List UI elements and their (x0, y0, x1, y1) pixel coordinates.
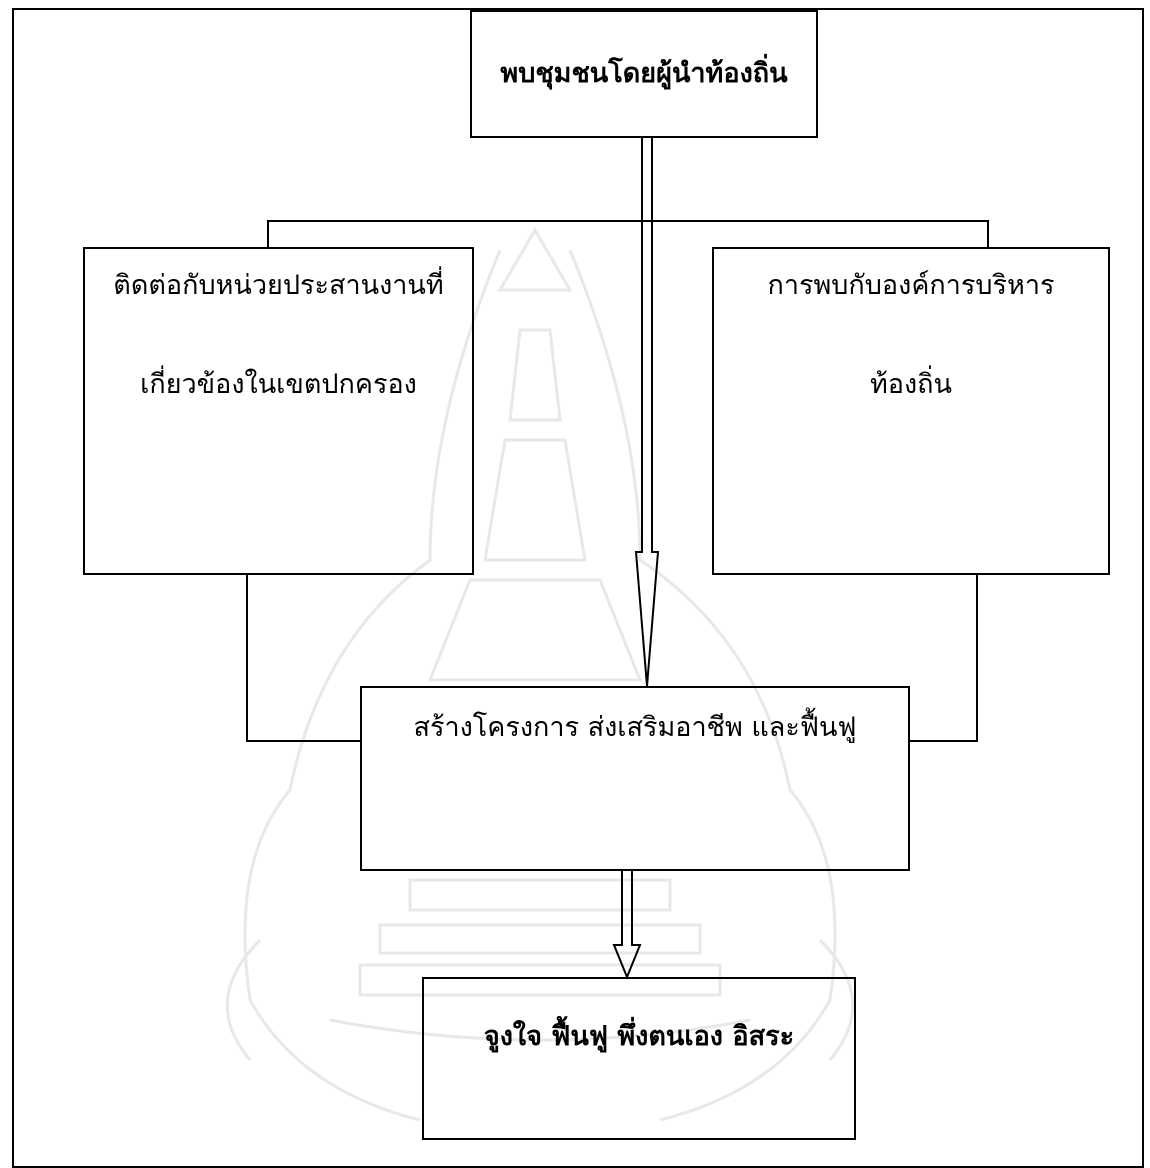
node-coordination-agencies-line2: เกี่ยวข้องในเขตปกครอง (140, 369, 417, 400)
middle-to-bottom-arrow (612, 871, 642, 980)
node-create-projects: สร้างโครงการ ส่งเสริมอาชีพ และฟื้นฟู (360, 686, 910, 871)
node-coordination-agencies-line1: ติดต่อกับหน่วยประสานงานที่ (113, 270, 444, 301)
branch-line (267, 220, 989, 247)
node-community-leader: พบชุมชนโดยผู้นำท้องถิ่น (470, 10, 818, 138)
node-local-administration-line2: ท้องถิ่น (869, 369, 952, 400)
node-self-reliance: จูงใจ ฟื้นฟู พึ่งตนเอง อิสระ (422, 977, 856, 1140)
left-to-middle-connector (246, 575, 360, 742)
node-coordination-agencies: ติดต่อกับหน่วยประสานงานที่ เกี่ยวข้องในเ… (83, 247, 474, 575)
right-to-middle-connector (910, 575, 978, 742)
node-create-projects-label: สร้างโครงการ ส่งเสริมอาชีพ และฟื้นฟู (413, 712, 857, 743)
node-self-reliance-label: จูงใจ ฟื้นฟู พึ่งตนเอง อิสระ (483, 1021, 795, 1052)
node-community-leader-label: พบชุมชนโดยผู้นำท้องถิ่น (500, 58, 788, 89)
node-local-administration-line1: การพบกับองค์การบริหาร (767, 270, 1055, 301)
node-local-administration: การพบกับองค์การบริหาร ท้องถิ่น (712, 247, 1110, 575)
